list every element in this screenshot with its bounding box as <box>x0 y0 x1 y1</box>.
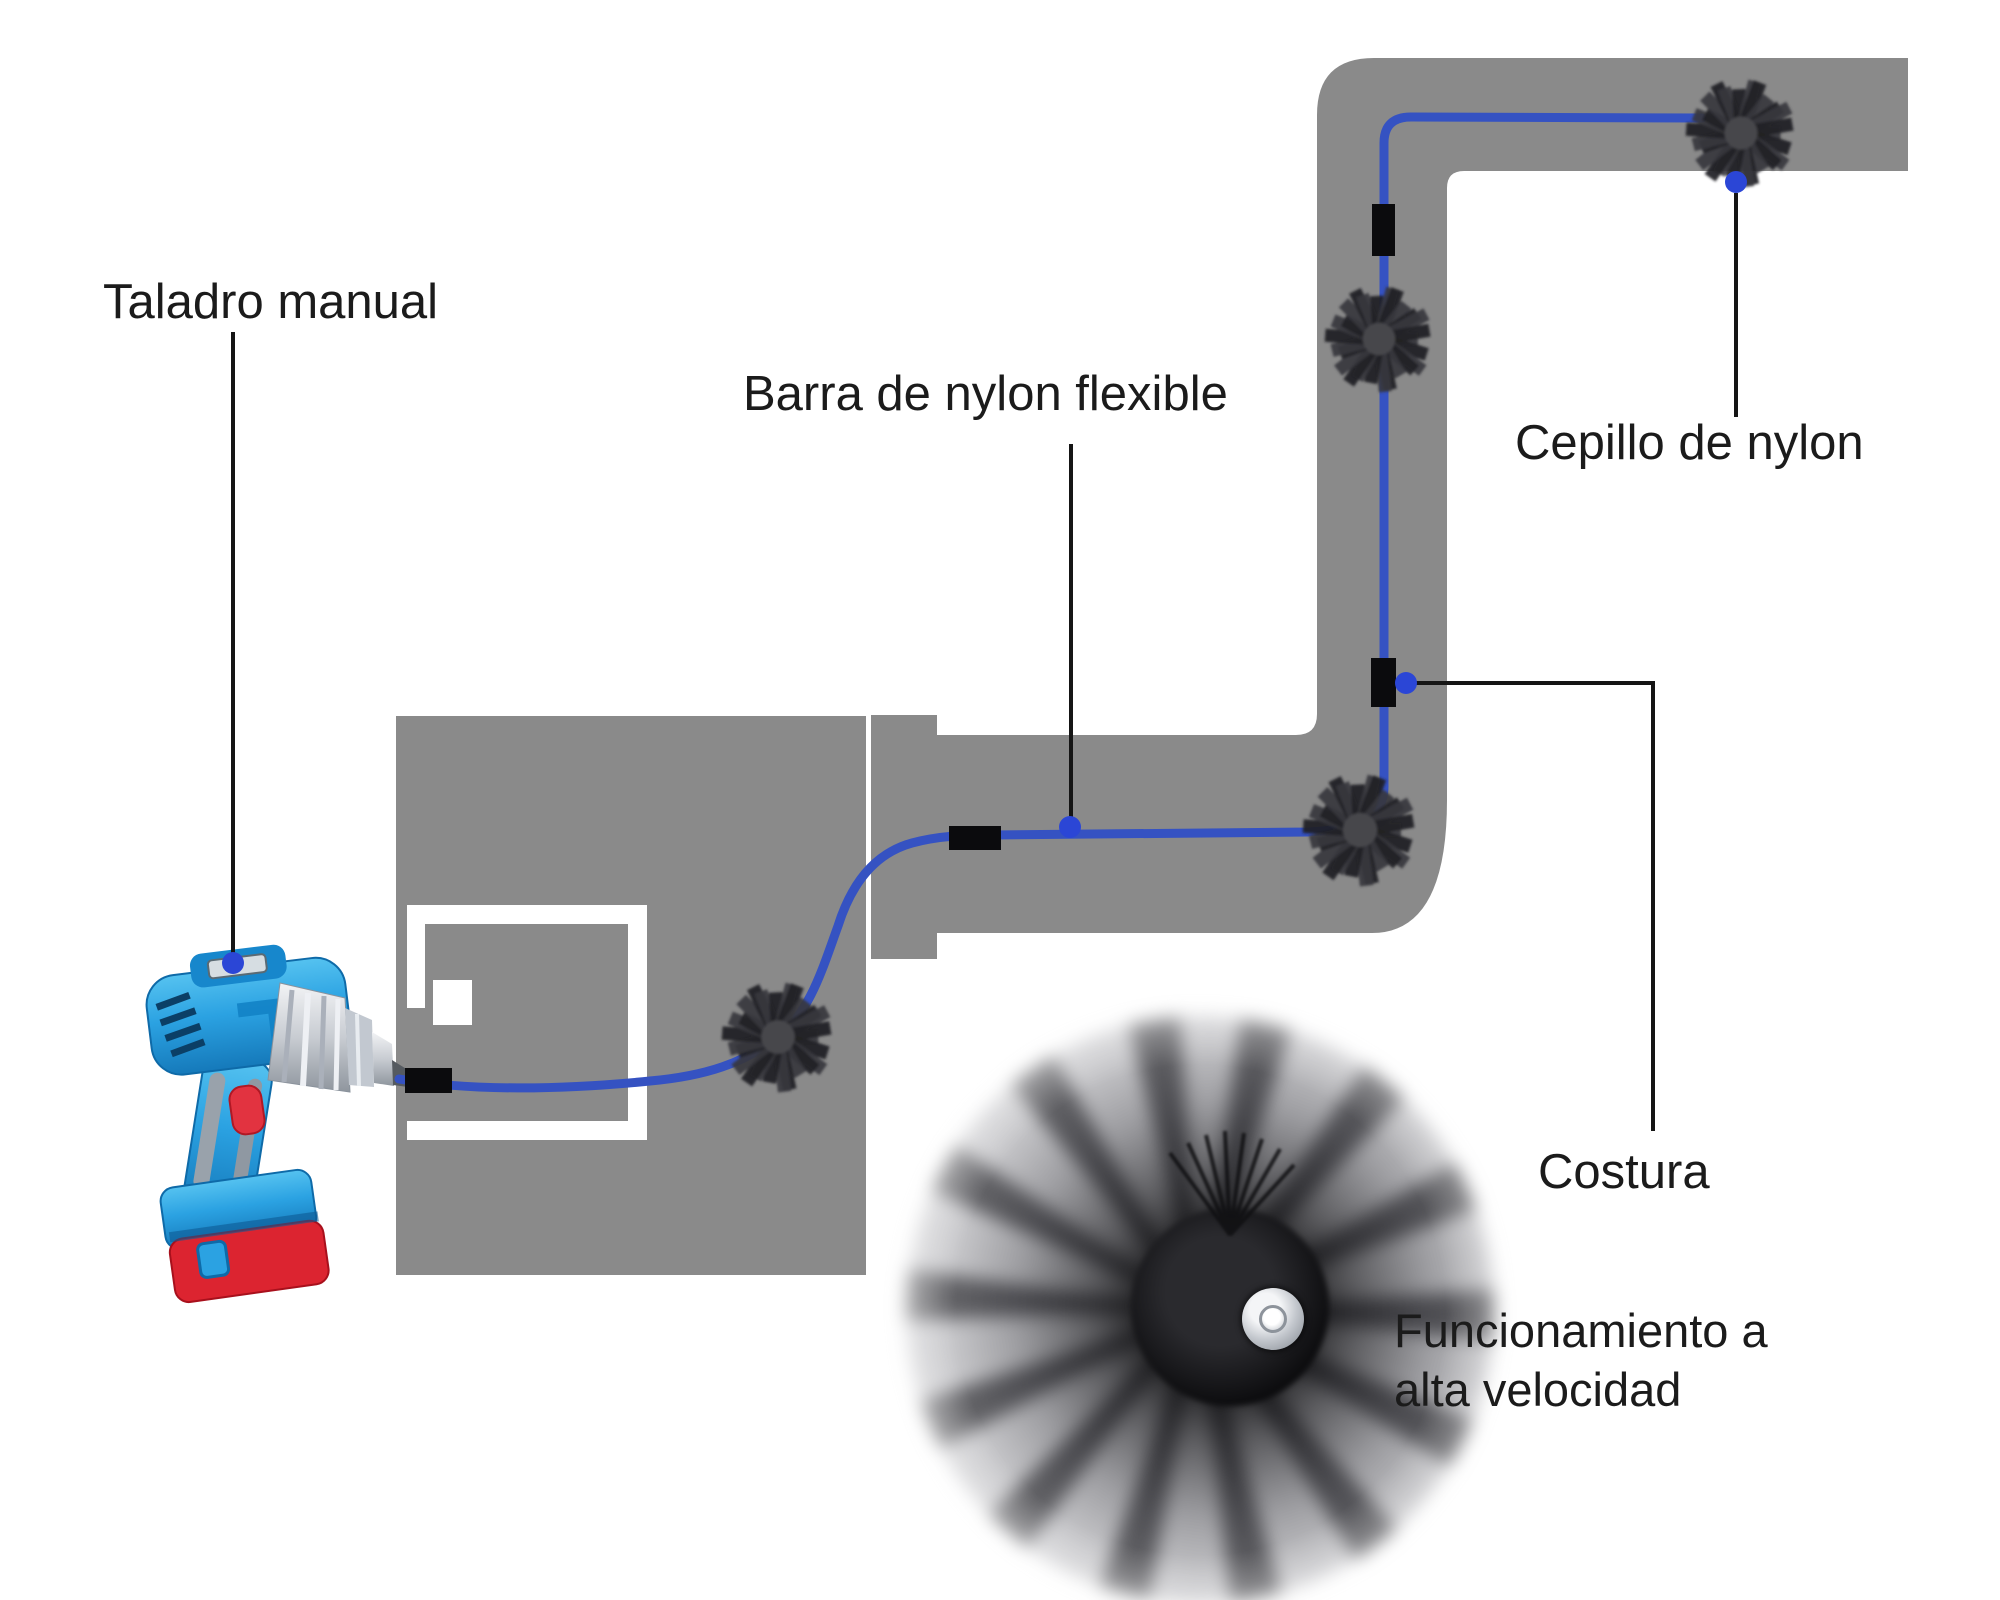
drill-chuck <box>267 982 408 1093</box>
marker-dot-taladro <box>222 952 244 974</box>
white-frame-top <box>407 905 647 924</box>
leader-line-costura <box>1414 681 1655 1131</box>
nylon-brush-icon-wall <box>721 982 832 1093</box>
nylon-brush-icon-upper <box>1324 286 1431 393</box>
drill-graphic <box>145 944 408 1304</box>
marker-dot-costura <box>1395 672 1417 694</box>
nylon-brush-icon-top <box>1685 79 1794 188</box>
small-white-square <box>433 980 472 1025</box>
label-cepillo-nylon: Cepillo de nylon <box>1515 416 1864 470</box>
label-funcionamiento-line1: Funcionamiento a <box>1394 1304 1768 1357</box>
marker-dot-barra <box>1059 816 1081 838</box>
big-spinning-brush <box>885 995 1515 1600</box>
marker-dot-cepillo <box>1725 171 1747 193</box>
label-funcionamiento: Funcionamiento a alta velocidad <box>1394 1301 1768 1419</box>
label-barra-nylon: Barra de nylon flexible <box>743 367 1228 421</box>
spinning-brush-nut-hole <box>1259 1305 1287 1333</box>
white-frame-right <box>628 905 647 1140</box>
label-taladro-manual: Taladro manual <box>103 275 439 329</box>
nylon-brush-icon-bend <box>1302 774 1415 887</box>
drill-trigger <box>228 1084 266 1136</box>
white-frame-left <box>407 905 425 1008</box>
seam-connector-costura <box>1371 658 1396 707</box>
spinning-brush-bristles <box>1168 1130 1296 1237</box>
label-funcionamiento-line2: alta velocidad <box>1394 1363 1682 1417</box>
seam-connector-drill <box>405 1068 452 1093</box>
drill-battery <box>159 1168 330 1304</box>
white-frame-bottom <box>407 1121 647 1140</box>
seam-connector-top <box>1372 204 1395 256</box>
seam-connector-mid <box>949 826 1001 850</box>
label-costura: Costura <box>1538 1145 1710 1199</box>
duct-shape <box>871 58 1908 959</box>
